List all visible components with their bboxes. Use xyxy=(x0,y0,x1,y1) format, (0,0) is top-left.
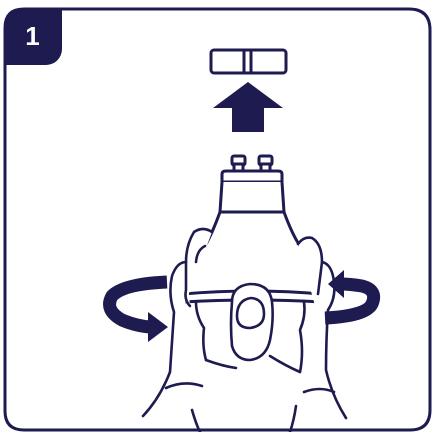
up-arrow-icon xyxy=(213,82,283,132)
step-number: 1 xyxy=(25,21,40,51)
socket-icon xyxy=(209,48,288,75)
step-badge: 1 xyxy=(5,9,62,65)
rotate-right-arrow-icon xyxy=(324,270,381,325)
rotate-left-arrow-icon xyxy=(103,275,168,342)
